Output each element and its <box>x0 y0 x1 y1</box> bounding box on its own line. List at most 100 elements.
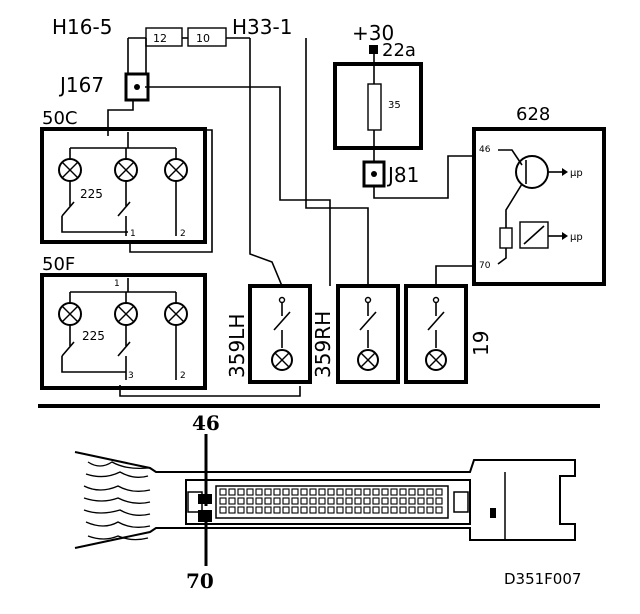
359lh-box <box>248 284 312 384</box>
pin-c-1: 1 <box>130 229 136 239</box>
pin-cavity <box>309 488 317 496</box>
lamp-50c-1 <box>58 158 82 182</box>
pin-cavity <box>228 488 236 496</box>
pin-cavity <box>336 488 344 496</box>
pin-f-2: 2 <box>180 371 186 381</box>
pin-cavity <box>291 488 299 496</box>
fuse-12-label: 12 <box>153 32 167 45</box>
control-unit-628: 628 46 70 µp µp <box>435 104 606 286</box>
pin-cavity <box>354 488 362 496</box>
lamp-assembly-50c: 50C 225 1 2 <box>40 108 213 253</box>
fuse-chain: 12 10 <box>127 27 250 74</box>
pin-cavity <box>381 497 389 505</box>
pin-cavity <box>318 488 326 496</box>
transistor-symbol <box>515 155 549 189</box>
pin-cavity <box>426 506 434 514</box>
pin-cavity <box>345 497 353 505</box>
pin-cavity <box>255 506 263 514</box>
pin-f-1: 1 <box>114 279 120 289</box>
label-225-f: 225 <box>82 329 105 343</box>
pin-cavity <box>345 488 353 496</box>
pin-cavity <box>228 497 236 505</box>
pin-cavity <box>426 488 434 496</box>
pin-cavity <box>435 506 443 514</box>
pin-cavity <box>309 497 317 505</box>
pin-cavity <box>399 506 407 514</box>
pin-cavity <box>327 488 335 496</box>
pin-cavity <box>246 488 254 496</box>
pin-cavity <box>327 497 335 505</box>
label-h33-1: H33-1 <box>232 15 292 39</box>
pin-cavity <box>435 497 443 505</box>
pin-cavity <box>390 497 398 505</box>
pin-cavity <box>273 506 281 514</box>
50f-box <box>40 273 207 390</box>
fuse-12 <box>145 27 183 47</box>
j167-dot <box>134 84 140 90</box>
pin-cavity <box>228 506 236 514</box>
pin-cavity <box>264 488 272 496</box>
lamp-50f-3 <box>164 302 188 326</box>
label-628: 628 <box>516 104 550 125</box>
resistor <box>499 227 513 249</box>
pin-cavity <box>381 488 389 496</box>
pin-f-3: 3 <box>128 371 134 381</box>
label-j167: J167 <box>58 73 104 97</box>
pin-cavity <box>336 506 344 514</box>
pin-cavity <box>390 506 398 514</box>
lamp-19: 19 <box>404 284 493 384</box>
pin-cavity <box>417 497 425 505</box>
fuse-box-35 <box>333 62 423 150</box>
splice-j81: J81 <box>362 155 474 199</box>
label-mu-p-bottom: µp <box>570 232 583 243</box>
pin-cavity <box>273 497 281 505</box>
pin-cavity <box>408 506 416 514</box>
fuse-35 <box>367 83 382 131</box>
pin-cavity <box>300 506 308 514</box>
connector-pin-rows <box>219 488 443 514</box>
pin-cavity <box>372 506 380 514</box>
terminal-22a <box>369 45 378 54</box>
pin-cavity <box>381 506 389 514</box>
cavity-46 <box>198 494 212 504</box>
label-connector-70: 70 <box>186 569 214 593</box>
pin-cavity <box>246 506 254 514</box>
label-359lh: 359LH <box>225 314 249 378</box>
pin-cavity <box>408 488 416 496</box>
label-plus30: +30 <box>352 21 394 45</box>
cavity-70 <box>198 510 212 522</box>
label-19: 19 <box>469 331 493 356</box>
pin-cavity <box>237 497 245 505</box>
pin-cavity <box>219 497 227 505</box>
label-359rh: 359RH <box>311 311 335 378</box>
359rh-box <box>336 284 400 384</box>
lamp-359lh: 359LH <box>225 284 312 384</box>
pin-cavity <box>345 506 353 514</box>
pin-cavity <box>255 497 263 505</box>
pin-cavity <box>336 497 344 505</box>
pin-c-2: 2 <box>180 229 186 239</box>
pin-cavity <box>300 497 308 505</box>
connector-labels-top: H16-5 H33-1 <box>52 15 292 39</box>
pin-cavity <box>363 497 371 505</box>
connector-drawing: 46 70 <box>74 411 576 593</box>
label-j81: J81 <box>386 163 419 187</box>
fuse-10 <box>187 27 227 47</box>
pin-cavity <box>246 497 254 505</box>
pin-cavity <box>255 488 263 496</box>
label-connector-46: 46 <box>192 411 220 435</box>
unit-628-box <box>472 127 606 286</box>
pin-cavity <box>264 497 272 505</box>
pin-cavity <box>390 488 398 496</box>
diode-block <box>519 221 549 249</box>
pin-cavity <box>399 497 407 505</box>
splice-j167: J167 <box>58 72 331 286</box>
label-mu-p-top: µp <box>570 168 583 179</box>
pin-cavity <box>291 506 299 514</box>
pin-cavity <box>435 488 443 496</box>
pin-cavity <box>300 488 308 496</box>
pin-cavity <box>318 497 326 505</box>
pin-cavity <box>372 488 380 496</box>
label-22a: 22a <box>382 40 416 61</box>
